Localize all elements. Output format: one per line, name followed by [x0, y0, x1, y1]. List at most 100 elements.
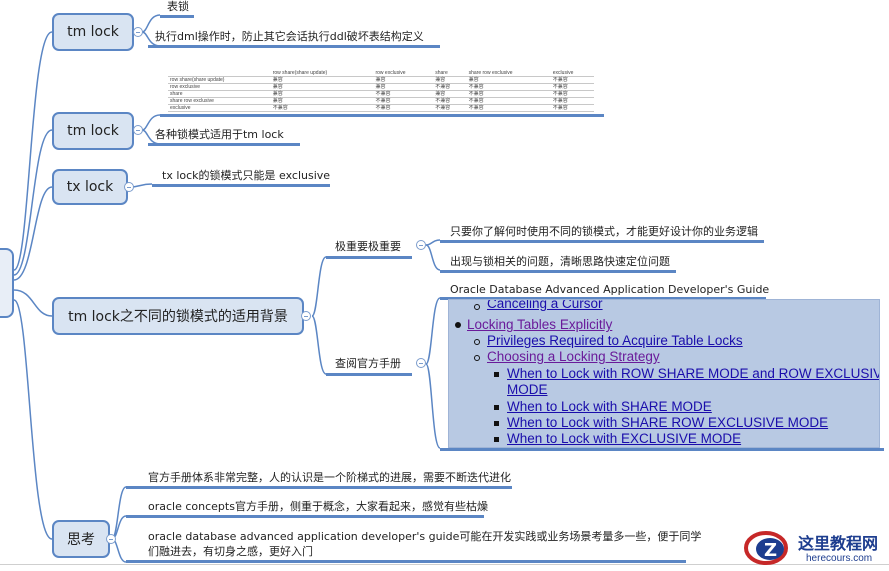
site-logo-icon: Z: [744, 531, 788, 565]
table-cell: 不兼容: [270, 104, 374, 112]
table-cell: 兼容: [373, 83, 434, 91]
link-row-share-mode[interactable]: When to Lock with ROW SHARE MODE and ROW…: [507, 366, 880, 381]
link-canceling-cursor[interactable]: Canceling a Cursor: [487, 299, 603, 311]
leaf-locate-issue[interactable]: 出现与锁相关的问题，清晰思路快速定位问题: [450, 255, 670, 268]
link-privileges[interactable]: Privileges Required to Acquire Table Loc…: [487, 333, 743, 348]
table-cell: share: [433, 70, 467, 77]
leaf-modes-apply[interactable]: 各种锁模式适用于tm lock: [155, 128, 284, 141]
leaf-guide-title[interactable]: Oracle Database Advanced Application Dev…: [450, 283, 770, 296]
table-cell: 不兼容: [466, 83, 551, 91]
branch-consult-docs[interactable]: 查阅官方手册: [335, 357, 401, 370]
table-cell: share: [168, 90, 271, 98]
node-tm-lock-background[interactable]: tm lock之不同的锁模式的适用背景: [52, 297, 304, 335]
leaf-think-3[interactable]: oracle database advanced application dev…: [148, 529, 701, 559]
collapse-icon[interactable]: [416, 358, 426, 368]
table-cell: share row exclusive: [168, 97, 271, 105]
leaf-tx-exclusive[interactable]: tx lock的锁模式只能是 exclusive: [162, 169, 331, 182]
leaf-underline: [126, 560, 686, 563]
leaf-underline: [440, 297, 766, 300]
table-row: row share(share update) row exclusive sh…: [168, 70, 594, 77]
table-cell: 兼容: [270, 97, 374, 105]
leaf-design-logic[interactable]: 只要你了解何时使用不同的锁模式，才能更好设计你的业务逻辑: [450, 225, 758, 238]
branch-important[interactable]: 极重要极重要: [335, 240, 401, 253]
node-label: 思考: [67, 532, 95, 548]
collapse-icon[interactable]: [301, 311, 311, 321]
table-cell: 兼容: [433, 90, 467, 98]
table-cell: share row exclusive: [466, 70, 551, 77]
leaf-think-3-line2: 们融进去，有切身之感，更好入门: [148, 545, 313, 558]
link-choosing-strategy[interactable]: Choosing a Locking Strategy: [487, 349, 660, 364]
leaf-think-2[interactable]: oracle concepts官方手册，侧重于概念，大家看起来，感觉有些枯燥: [148, 500, 488, 513]
leaf-underline: [126, 486, 512, 489]
leaf-underline: [440, 448, 884, 451]
link-share-row-exclusive[interactable]: When to Lock with SHARE ROW EXCLUSIVE MO…: [507, 415, 829, 430]
table-cell: 不兼容: [550, 104, 594, 112]
node-tm-lock-1[interactable]: tm lock: [52, 13, 134, 51]
table-cell: exclusive: [168, 104, 271, 112]
bullet-icon: [494, 405, 499, 410]
leaf-think-3-line1: oracle database advanced application dev…: [148, 530, 702, 543]
node-tm-lock-2[interactable]: tm lock: [52, 112, 134, 150]
collapse-icon[interactable]: [106, 534, 116, 544]
table-cell: 兼容: [466, 76, 551, 84]
leaf-underline: [326, 256, 412, 259]
table-cell: 不兼容: [550, 83, 594, 91]
bullet-icon: [494, 372, 499, 377]
table-cell: 兼容: [270, 83, 374, 91]
table-cell: 不兼容: [373, 104, 434, 112]
table-row: share row exclusive 兼容 不兼容 不兼容 不兼容 不兼容: [168, 97, 594, 105]
collapse-icon[interactable]: [416, 240, 426, 250]
node-label: tm lock之不同的锁模式的适用背景: [68, 309, 288, 325]
leaf-underline: [160, 15, 194, 18]
table-cell: row exclusive: [168, 83, 271, 91]
leaf-underline: [126, 515, 484, 518]
table-cell: 不兼容: [466, 90, 551, 98]
link-locking-tables[interactable]: Locking Tables Explicitly: [467, 317, 613, 332]
node-tx-lock[interactable]: tx lock: [52, 169, 128, 205]
leaf-think-1[interactable]: 官方手册体系非常完整，人的认识是一个阶梯式的进展，需要不断迭代进化: [148, 471, 511, 484]
table-cell: row share(share update): [270, 70, 374, 77]
watermark-url: herecours.com: [806, 553, 873, 564]
table-cell: [168, 70, 271, 77]
leaf-underline: [148, 45, 440, 48]
table-cell: 不兼容: [550, 76, 594, 84]
docs-excerpt-panel: Canceling a Cursor Locking Tables Explic…: [448, 299, 880, 448]
table-cell: 兼容: [270, 90, 374, 98]
table-cell: 不兼容: [466, 104, 551, 112]
link-exclusive-mode[interactable]: When to Lock with EXCLUSIVE MODE: [507, 431, 742, 446]
bullet-icon: [494, 437, 499, 442]
table-cell: exclusive: [550, 70, 594, 77]
node-label: tx lock: [66, 179, 114, 195]
link-share-mode[interactable]: When to Lock with SHARE MODE: [507, 399, 712, 414]
leaf-underline: [440, 240, 764, 243]
node-label: tm lock: [67, 24, 119, 40]
table-cell: 兼容: [270, 76, 374, 84]
bullet-icon: [474, 339, 480, 345]
table-cell: row exclusive: [373, 70, 434, 77]
leaf-underline: [148, 143, 300, 146]
leaf-underline: [160, 114, 604, 117]
leaf-table-lock[interactable]: 表锁: [167, 0, 189, 13]
table-cell: 兼容: [433, 76, 467, 84]
table-cell: 不兼容: [373, 90, 434, 98]
table-cell: 不兼容: [433, 104, 467, 112]
link-row-share-mode-cont[interactable]: MODE: [507, 382, 548, 397]
leaf-dml-protect[interactable]: 执行dml操作时，防止其它会话执行ddl破坏表结构定义: [155, 30, 424, 43]
collapse-icon[interactable]: [133, 27, 143, 37]
table-cell: 不兼容: [550, 97, 594, 105]
table-row: share 兼容 不兼容 兼容 不兼容 不兼容: [168, 90, 594, 98]
bullet-icon: [455, 322, 461, 328]
page-divider: [0, 564, 889, 565]
table-cell: 不兼容: [373, 97, 434, 105]
svg-text:Z: Z: [764, 540, 777, 561]
collapse-icon[interactable]: [124, 182, 134, 192]
table-cell: 不兼容: [433, 97, 467, 105]
leaf-underline: [152, 184, 330, 187]
collapse-icon[interactable]: [133, 125, 143, 135]
root-node-edge[interactable]: [0, 248, 14, 318]
table-row: row exclusive 兼容 兼容 不兼容 不兼容 不兼容: [168, 83, 594, 91]
table-cell: 兼容: [373, 76, 434, 84]
table-cell: 不兼容: [433, 83, 467, 91]
node-thinking[interactable]: 思考: [52, 520, 110, 558]
